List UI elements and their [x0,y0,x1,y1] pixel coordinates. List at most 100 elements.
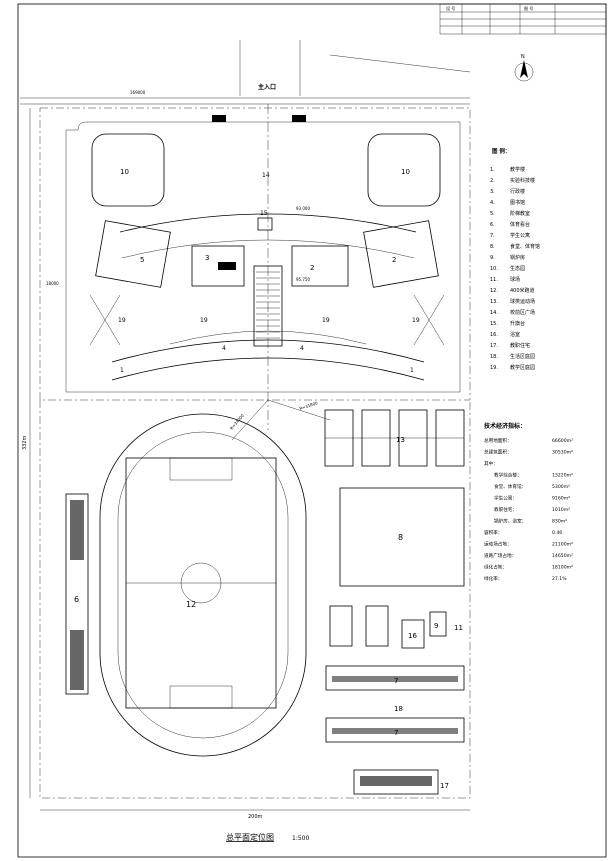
label-19a: 19 [118,317,126,324]
econ-key: 教职住宅： [494,506,517,513]
ring-road [65,121,461,393]
entrance-road: 主入口 169000 [20,40,471,122]
legend-label: 教职住宅 [510,342,530,349]
site-boundary [39,107,471,401]
econ-value: 830m² [552,519,567,525]
label-16: 16 [408,632,417,640]
econ-value: 0.46 [552,530,562,536]
econ-key: 运动场占地： [484,541,512,548]
legend-no: 7. [490,233,495,239]
legend-no: 14. [490,310,498,316]
legend-no: 6. [490,222,495,228]
label-15: 15 [260,210,268,217]
gatehouse-left [212,115,226,122]
label-10-left: 10 [120,168,129,176]
legend-label: 升旗台 [510,320,525,327]
legend-label: 生态园 [510,265,525,272]
legend-label: 球场 [510,276,520,283]
label-8: 8 [398,533,403,542]
econ-value: 5300m² [552,484,570,490]
gatehouse-right [292,115,306,122]
econ-key: 绿化占地： [484,564,507,571]
eco-garden-left [91,133,165,207]
legend-label: 食堂、体育馆 [510,243,540,250]
building-2b [363,220,439,288]
legend-no: 17. [490,343,498,349]
dim-height: 332m [22,435,28,450]
legend-label: 体育看台 [510,221,530,228]
legend-no: 11. [490,277,498,283]
label-1b: 1 [410,367,414,374]
legend-no: 5. [490,211,495,217]
legend-label: 400米跑道 [510,287,535,294]
label-2b: 2 [392,256,396,264]
dim-width: 200m [248,814,263,820]
econ-value: 13220m² [552,473,573,479]
legend-no: 16. [490,332,498,338]
radius-1: R=31800 [299,400,319,411]
legend-label: 实验科技楼 [510,177,535,184]
legend-no: 19. [490,365,498,371]
econ-value: 9160m² [552,496,570,502]
grandstand: 6 [65,493,89,695]
plan-scale: 1:500 [292,835,309,842]
bath-house [401,619,425,649]
title-block-cell-a: 设 号 [446,5,455,11]
legend-no: 8. [490,244,495,250]
plan-title: 总平面定位图 [226,832,274,842]
label-9: 9 [434,622,438,630]
legend-no: 10. [490,266,498,272]
title-block: 设 号 图 号 [439,3,607,35]
label-18: 18 [394,705,403,713]
label-2a: 2 [310,264,314,272]
site-boundary-lower [39,400,471,799]
teaching-complex: 5 3 2 2 4 4 1 1 19 19 19 19 95.750 18000 [46,213,439,381]
ball-court-b [365,605,389,647]
ball-court-a [329,605,353,647]
legend-label: 教学楼 [510,166,525,173]
label-5: 5 [140,256,144,264]
econ-key: 教学综合楼： [494,472,522,479]
econ-heading: 技术经济指标： [484,422,526,430]
building-5 [95,220,171,288]
econ-key: 容积率： [484,529,502,536]
label-19b: 19 [200,317,208,324]
legend-label: 球类运动场 [510,298,535,305]
staff-housing [353,769,439,795]
label-7a: 7 [394,677,398,685]
label-19c: 19 [322,317,330,324]
courtyard-gardens [89,294,445,346]
legend-no: 4. [490,200,495,206]
legend-label: 学生公寓 [510,232,530,239]
legend: 图 例： 1.教学楼2.实验科技楼3.行政楼4.图书馆5.阶梯教室6.体育看台7… [490,147,540,371]
legend-label: 教学区庭园 [510,364,535,371]
label-4b: 4 [300,345,304,352]
boiler-room [429,611,447,637]
econ-key: 总建筑面积： [484,449,512,456]
econ-value: 30530m² [552,450,573,456]
legend-no: 18. [490,354,498,360]
legend-no: 13. [490,299,498,305]
dim-top: 169000 [130,90,146,95]
library-core [253,265,283,347]
econ-value: 21100m² [552,542,573,548]
econ-value: 66600m² [552,438,573,444]
building-3 [191,245,245,287]
legend-no: 3. [490,189,495,195]
north-label: N [521,54,525,60]
title-block-cell-b: 图 号 [524,5,533,11]
legend-label: 校前区广场 [510,309,535,316]
legend-label: 行政楼 [510,188,525,195]
econ-key: 其中： [484,460,498,467]
econ-key: 食堂、体育馆： [494,483,526,490]
elev-b: 95.750 [296,277,310,282]
label-19d: 19 [412,317,420,324]
legend-no: 1. [490,167,495,173]
north-arrow-icon: N [514,54,534,82]
legend-label: 阶梯教室 [510,210,530,217]
label-12: 12 [186,600,196,609]
legend-no: 2. [490,178,495,184]
econ-table: 技术经济指标： 总用地面积：66600m²总建筑面积：30530m²其中：教学综… [484,422,573,582]
econ-key: 道路广场占地： [484,552,516,559]
